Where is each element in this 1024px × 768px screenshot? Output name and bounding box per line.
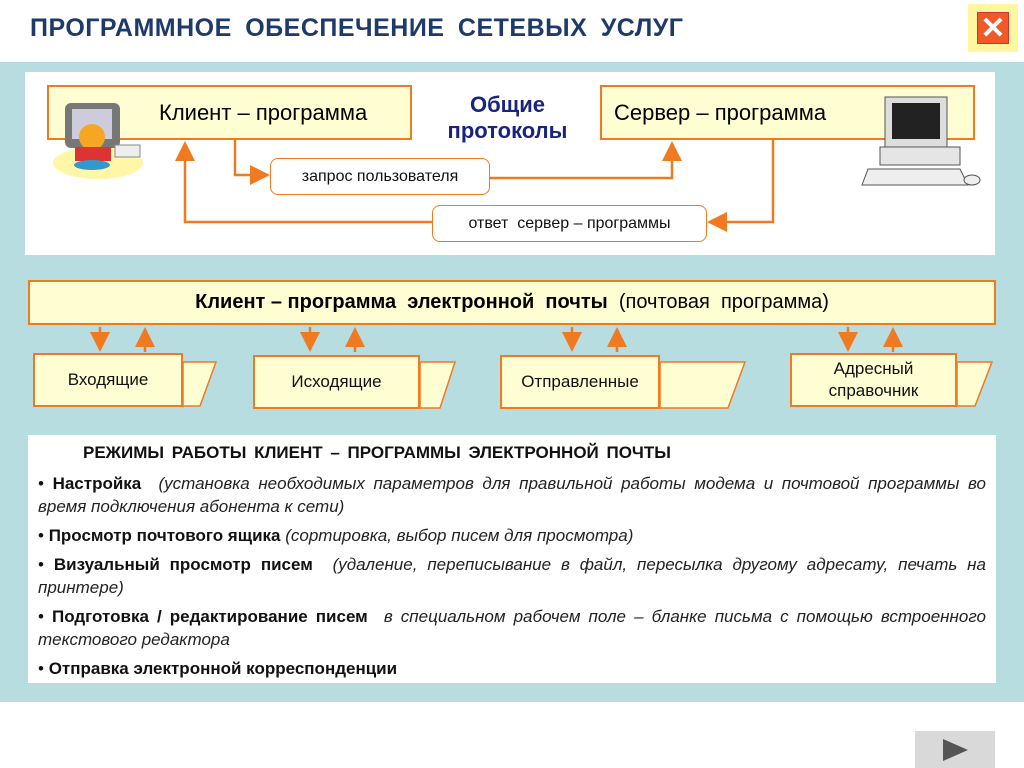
play-arrow-icon	[943, 738, 968, 761]
mode-desc: (сортировка, выбор писем для просмотра)	[285, 526, 634, 545]
folder-sent[interactable]: Отправленные	[500, 355, 660, 409]
server-label: Сервер – программа	[614, 99, 827, 125]
modes-heading: РЕЖИМЫ РАБОТЫ КЛИЕНТ – ПРОГРАММЫ ЭЛЕКТРО…	[83, 443, 671, 462]
folder-address-book[interactable]: Адресный справочник	[790, 353, 957, 407]
mail-client-subtitle: (почтовая программа)	[618, 291, 829, 313]
folder-label: Адресный справочник	[828, 359, 919, 400]
mode-desc: (установка необходимых параметров для пр…	[38, 474, 986, 516]
folder-label: Отправленные	[521, 372, 639, 391]
mode-item: • Визуальный просмотр писем (удаление, п…	[38, 555, 986, 597]
close-button[interactable]: ✕	[968, 4, 1018, 52]
close-icon: ✕	[977, 12, 1009, 45]
page-title: ПРОГРАММНОЕ ОБЕСПЕЧЕНИЕ СЕТЕВЫХ УСЛУГ	[30, 14, 684, 42]
mode-item: • Просмотр почтового ящика (сортировка, …	[38, 526, 634, 545]
server-computer-icon	[861, 96, 981, 186]
next-slide-button[interactable]	[915, 731, 995, 768]
mode-title: Настройка	[52, 474, 142, 493]
mode-title: Визуальный просмотр писем	[53, 555, 313, 574]
response-arrow-out	[175, 141, 432, 224]
protocols-line2: протоколы	[447, 118, 568, 143]
mode-desc: в специальном рабочем поле – бланке пись…	[38, 607, 986, 649]
request-arrow-out	[490, 141, 682, 180]
user-computer-icon	[53, 103, 143, 179]
mode-item: • Подготовка / редактирование писем в сп…	[38, 607, 986, 649]
mode-item: • Отправка электронной корреспонденции	[38, 659, 398, 678]
mode-desc: (удаление, переписывание в файл, пересыл…	[38, 555, 986, 597]
folder-outbox[interactable]: Исходящие	[253, 355, 420, 409]
folder-inbox[interactable]: Входящие	[33, 353, 183, 407]
folder-label: Исходящие	[291, 372, 382, 391]
mode-item: • Настройка (установка необходимых парам…	[38, 474, 986, 516]
mail-client-box: Клиент – программа электронной почты (по…	[28, 280, 996, 325]
protocols-line1: Общие	[469, 92, 546, 117]
mail-client-title: Клиент – программа электронной почты	[195, 291, 608, 313]
response-label: ответ сервер – программы	[468, 214, 671, 232]
request-arrow-in	[233, 140, 270, 185]
folder-label: Входящие	[67, 370, 149, 389]
client-program-box: Клиент – программа	[47, 85, 412, 140]
mode-title: Просмотр почтового ящика	[48, 526, 281, 545]
server-response-box: ответ сервер – программы	[432, 205, 707, 242]
response-arrow-in	[707, 140, 775, 232]
modes-panel: РЕЖИМЫ РАБОТЫ КЛИЕНТ – ПРОГРАММЫ ЭЛЕКТРО…	[28, 435, 996, 683]
user-request-box: запрос пользователя	[270, 158, 490, 195]
mode-title: Подготовка / редактирование писем	[52, 607, 368, 626]
client-label: Клиент – программа	[159, 99, 368, 125]
mode-title: Отправка электронной корреспонденции	[48, 659, 398, 678]
request-label: запрос пользователя	[301, 167, 459, 185]
